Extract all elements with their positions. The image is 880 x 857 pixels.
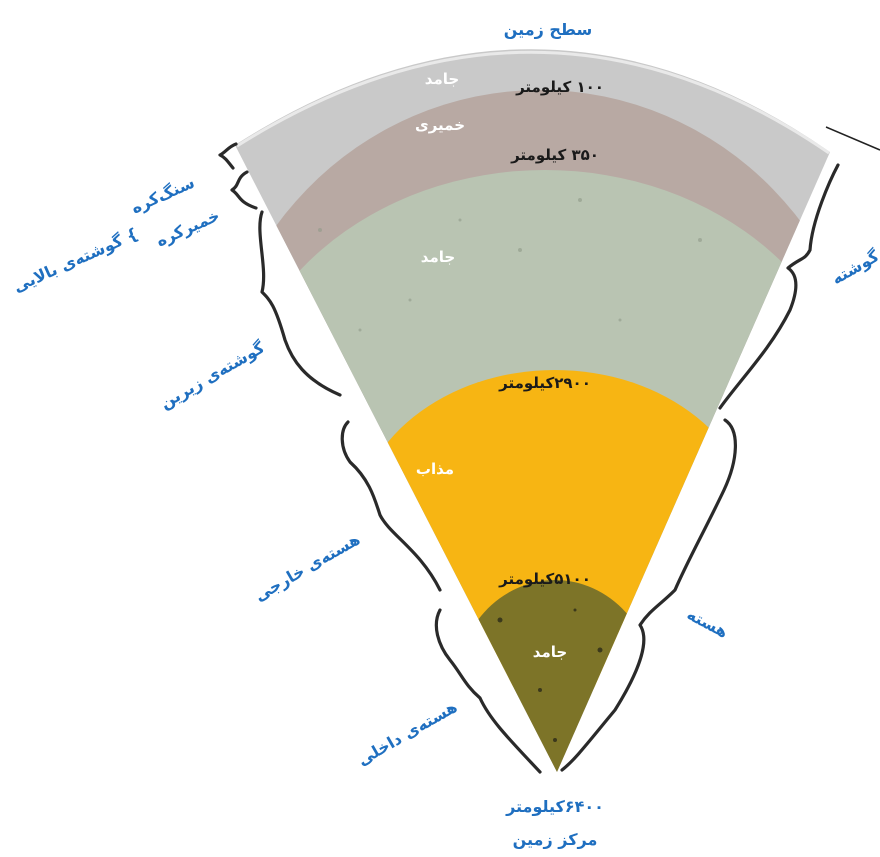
outer-core-brace [340, 420, 442, 592]
lower-mantle-state-label: جامد [421, 248, 455, 266]
lower-mantle-brace [258, 210, 342, 397]
core-label: هسته [684, 605, 731, 642]
depth-2900-label: ۲۹۰۰کیلومتر [498, 374, 591, 392]
inner-core-state-label: جامد [533, 643, 567, 661]
outer-core-label: هسته‌ی خارجی [251, 529, 363, 605]
upper-mantle-label: } گوشته‌ی بالایی [10, 224, 141, 296]
mantle-brace [718, 163, 840, 410]
inner-core-brace [434, 608, 542, 774]
mantle-label: گوشته [828, 246, 880, 288]
lower-mantle-label: گوشته‌ی زیرین [157, 337, 269, 412]
surface-pointer-line [825, 126, 880, 151]
asthenosphere-label: خمیرکره [153, 206, 222, 251]
surface-title: سطح زمین [504, 20, 592, 39]
depth-100-label: ۱۰۰ کیلومتر [515, 78, 604, 96]
plastic-state-label: خمیری [415, 116, 465, 134]
surface-rim [236, 50, 830, 155]
lithosphere-brace [218, 142, 238, 170]
asthenosphere-brace [230, 170, 258, 210]
center-title: مرکز زمین [513, 830, 598, 849]
center-depth-label: ۶۴۰۰کیلومتر [505, 797, 604, 816]
lithosphere-label: سنگ‌کره [128, 173, 197, 218]
core-brace [560, 418, 737, 772]
crust-state-label: جامد [425, 70, 459, 88]
depth-350-label: ۳۵۰ کیلومتر [510, 146, 599, 164]
outer-core-state-label: مذاب [416, 460, 454, 478]
inner-core-label: هسته‌ی داخلی [354, 697, 460, 769]
depth-5100-label: ۵۱۰۰کیلومتر [498, 570, 591, 588]
